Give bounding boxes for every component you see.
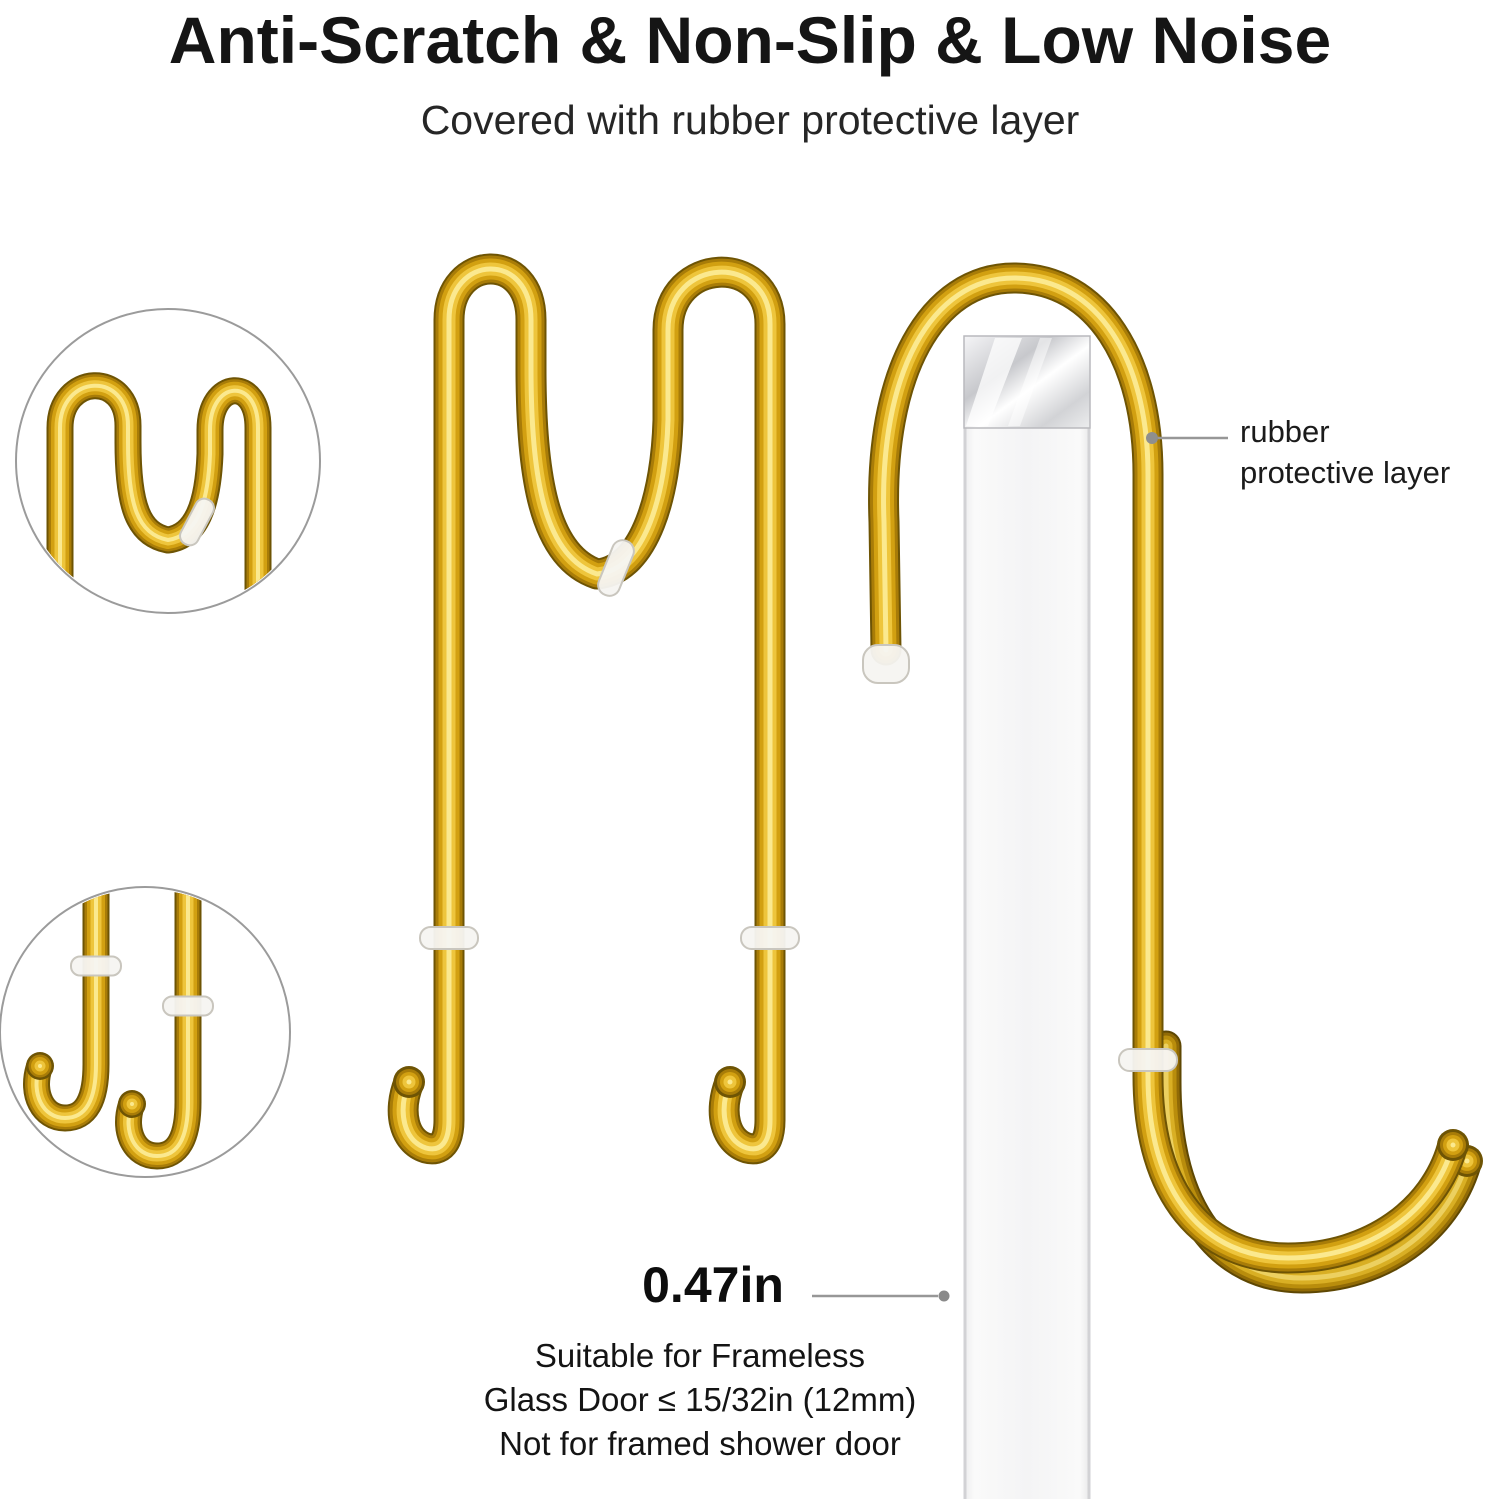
- detail-circle-bottom: [0, 886, 291, 1178]
- compatibility-note-line1: Suitable for Frameless: [534, 1337, 866, 1374]
- dimension-leader: [812, 1290, 950, 1302]
- rubber-layer-label-line2: protective layer: [1240, 454, 1451, 490]
- compatibility-note-line3: Not for framed shower door: [499, 1425, 901, 1463]
- rubber-layer-label-line1: rubber: [1240, 414, 1330, 449]
- page-title: Anti-Scratch & Non-Slip & Low Noise: [168, 3, 1332, 77]
- thickness-label: 0.47in: [642, 1257, 784, 1313]
- annotation-leader: [1146, 432, 1228, 444]
- page-subtitle: Covered with rubber protective layer: [420, 97, 1080, 143]
- rubber-ring: [162, 995, 214, 1017]
- rubber-tip-cap: [862, 644, 910, 684]
- compatibility-note: Suitable for Frameless Glass Door ≤ 15/3…: [388, 1334, 1012, 1467]
- rubber-ring: [1118, 1048, 1178, 1072]
- hook-tip: [118, 1090, 146, 1118]
- hook-tip: [714, 1066, 746, 1098]
- rubber-layer-label: rubber protective layer: [1240, 412, 1450, 494]
- rubber-ring: [740, 926, 800, 950]
- compatibility-note-line2: Glass Door ≤ 15/32in (12mm): [483, 1381, 917, 1419]
- glass-top-edge: [963, 335, 1091, 429]
- detail-circle-top: [15, 308, 321, 614]
- rubber-ring: [419, 926, 479, 950]
- rubber-ring: [70, 955, 122, 977]
- hook-tip: [393, 1066, 425, 1098]
- hook-tip: [1437, 1129, 1469, 1161]
- front-view-hook: [393, 269, 800, 1149]
- glass-panel: [963, 335, 1091, 1499]
- hook-tip: [26, 1052, 54, 1080]
